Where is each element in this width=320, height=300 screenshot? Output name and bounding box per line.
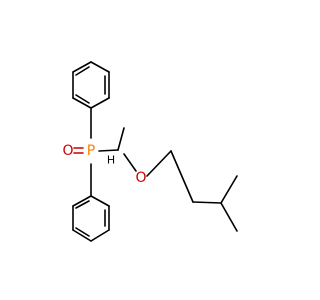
- phosphoryl-oxygen-label: O: [62, 143, 73, 159]
- bond-ch-o: [123, 153, 137, 172]
- bond-ch-methyl-top: [220, 175, 238, 204]
- phosphorus-atom-label: P: [87, 143, 95, 159]
- bond-p-o-double: [73, 147, 84, 154]
- stereo-hydrogen-label: H: [107, 154, 115, 167]
- molecule-structure: P O O H: [62, 61, 238, 242]
- bond-ch2-ch2: [170, 150, 194, 203]
- bond-ch-methyl-bottom: [220, 202, 238, 232]
- bond-ch-methyl: [117, 127, 125, 151]
- phenyl-ring-bottom: [72, 195, 110, 242]
- ether-oxygen-label: O: [135, 170, 146, 186]
- bond-ch2-ch: [192, 201, 222, 204]
- bond-p-ch: [98, 149, 119, 152]
- bond-o-ch2: [146, 150, 172, 177]
- phenyl-ring-top: [72, 61, 110, 109]
